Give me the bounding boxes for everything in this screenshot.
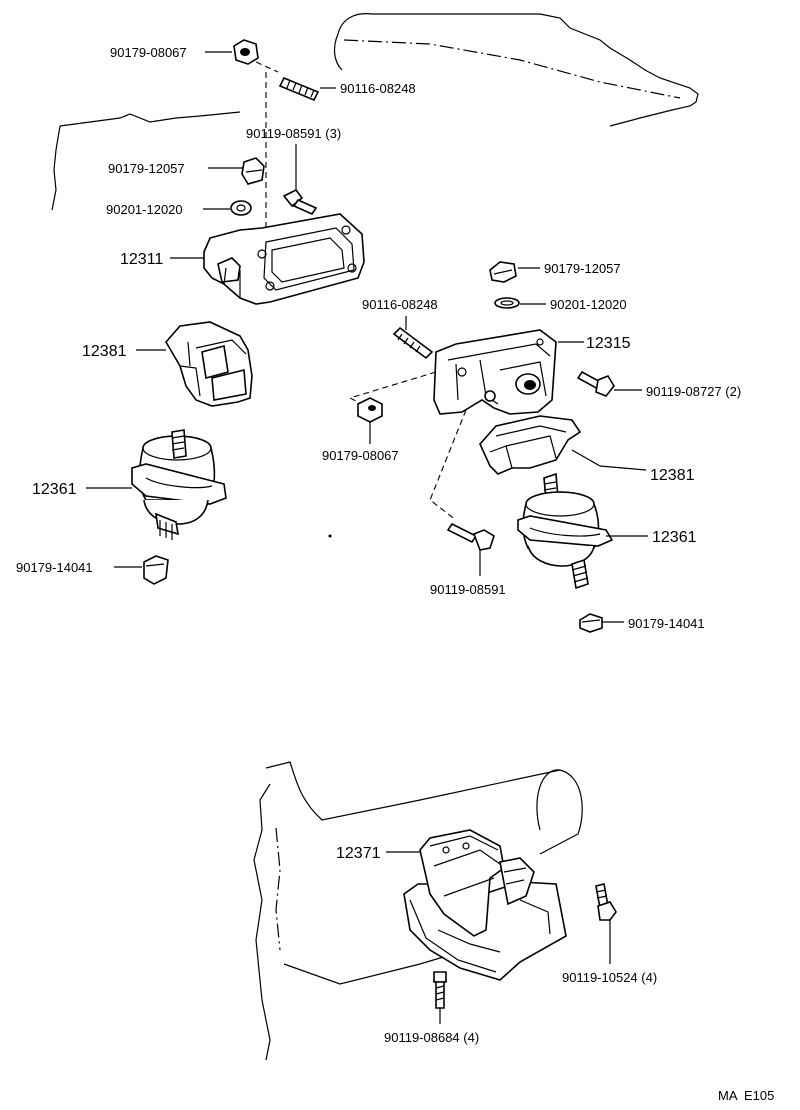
transmission-outline <box>253 761 583 1061</box>
label-bracket-left: 12311 <box>120 251 163 268</box>
label-bracket-right: 12315 <box>586 335 631 352</box>
insulator-12361-right <box>517 472 614 590</box>
nut-90179-12057-right <box>489 261 517 283</box>
insulator-12361-left <box>131 429 227 540</box>
bolt-90119-08591-left <box>282 188 318 216</box>
bolt-90119-08727 <box>576 370 615 397</box>
stopper-12381-right <box>479 415 582 475</box>
bolt-90119-08684 <box>433 971 447 1009</box>
label-insulator-left: 12361 <box>32 481 77 498</box>
figure-code: MA E105 <box>718 1088 774 1103</box>
nut-90179-14041-right <box>579 613 603 633</box>
stud-90116-08248-left <box>278 76 320 102</box>
label-stopper-right: 12381 <box>650 467 695 484</box>
label-nut-right-bottom: 90179-14041 <box>628 616 705 631</box>
label-nut-right-mid: 90179-08067 <box>322 448 399 463</box>
label-bolt-rear-right: 90119-10524 (4) <box>562 970 657 985</box>
rear-engine-mount-12371 <box>403 829 567 981</box>
label-stud-top: 90116-08248 <box>340 81 416 96</box>
stopper-12381-left <box>165 321 253 407</box>
washer-90201-12020-right <box>494 297 520 309</box>
nut-90179-12057-left <box>241 157 265 185</box>
label-stud-right: 90116-08248 <box>362 297 438 312</box>
label-nut-left-mid: 90179-12057 <box>108 161 185 176</box>
label-bolt-right: 90119-08727 (2) <box>646 384 741 399</box>
label-nut-left-bottom: 90179-14041 <box>16 560 93 575</box>
label-bolt-top: 90119-08591 (3) <box>246 126 341 141</box>
nut-90179-08067-right <box>357 397 383 423</box>
washer-90201-12020-left <box>230 200 252 216</box>
label-nut-right-top: 90179-12057 <box>544 261 621 276</box>
label-insulator-right: 12361 <box>652 529 697 546</box>
label-washer-right: 90201-12020 <box>550 297 627 312</box>
label-nut-top: 90179-08067 <box>110 45 187 60</box>
engine-mount-bracket-12311 <box>203 213 365 305</box>
nut-90179-14041-left <box>143 555 169 585</box>
nut-90179-08067-left <box>233 39 259 65</box>
label-bolt-rear-bottom: 90119-08684 (4) <box>384 1030 479 1045</box>
label-bolt-right-bottom: 90119-08591 <box>430 582 506 597</box>
engine-block-outline <box>51 13 699 211</box>
stud-90116-08248-right <box>392 326 434 360</box>
label-stopper-left: 12381 <box>82 343 127 360</box>
bolt-90119-08591-right <box>446 522 495 551</box>
engine-mount-bracket-12315 <box>433 329 557 415</box>
label-rear-mount: 12371 <box>336 845 381 862</box>
label-washer-left: 90201-12020 <box>106 202 183 217</box>
bolt-90119-10524 <box>595 883 617 921</box>
